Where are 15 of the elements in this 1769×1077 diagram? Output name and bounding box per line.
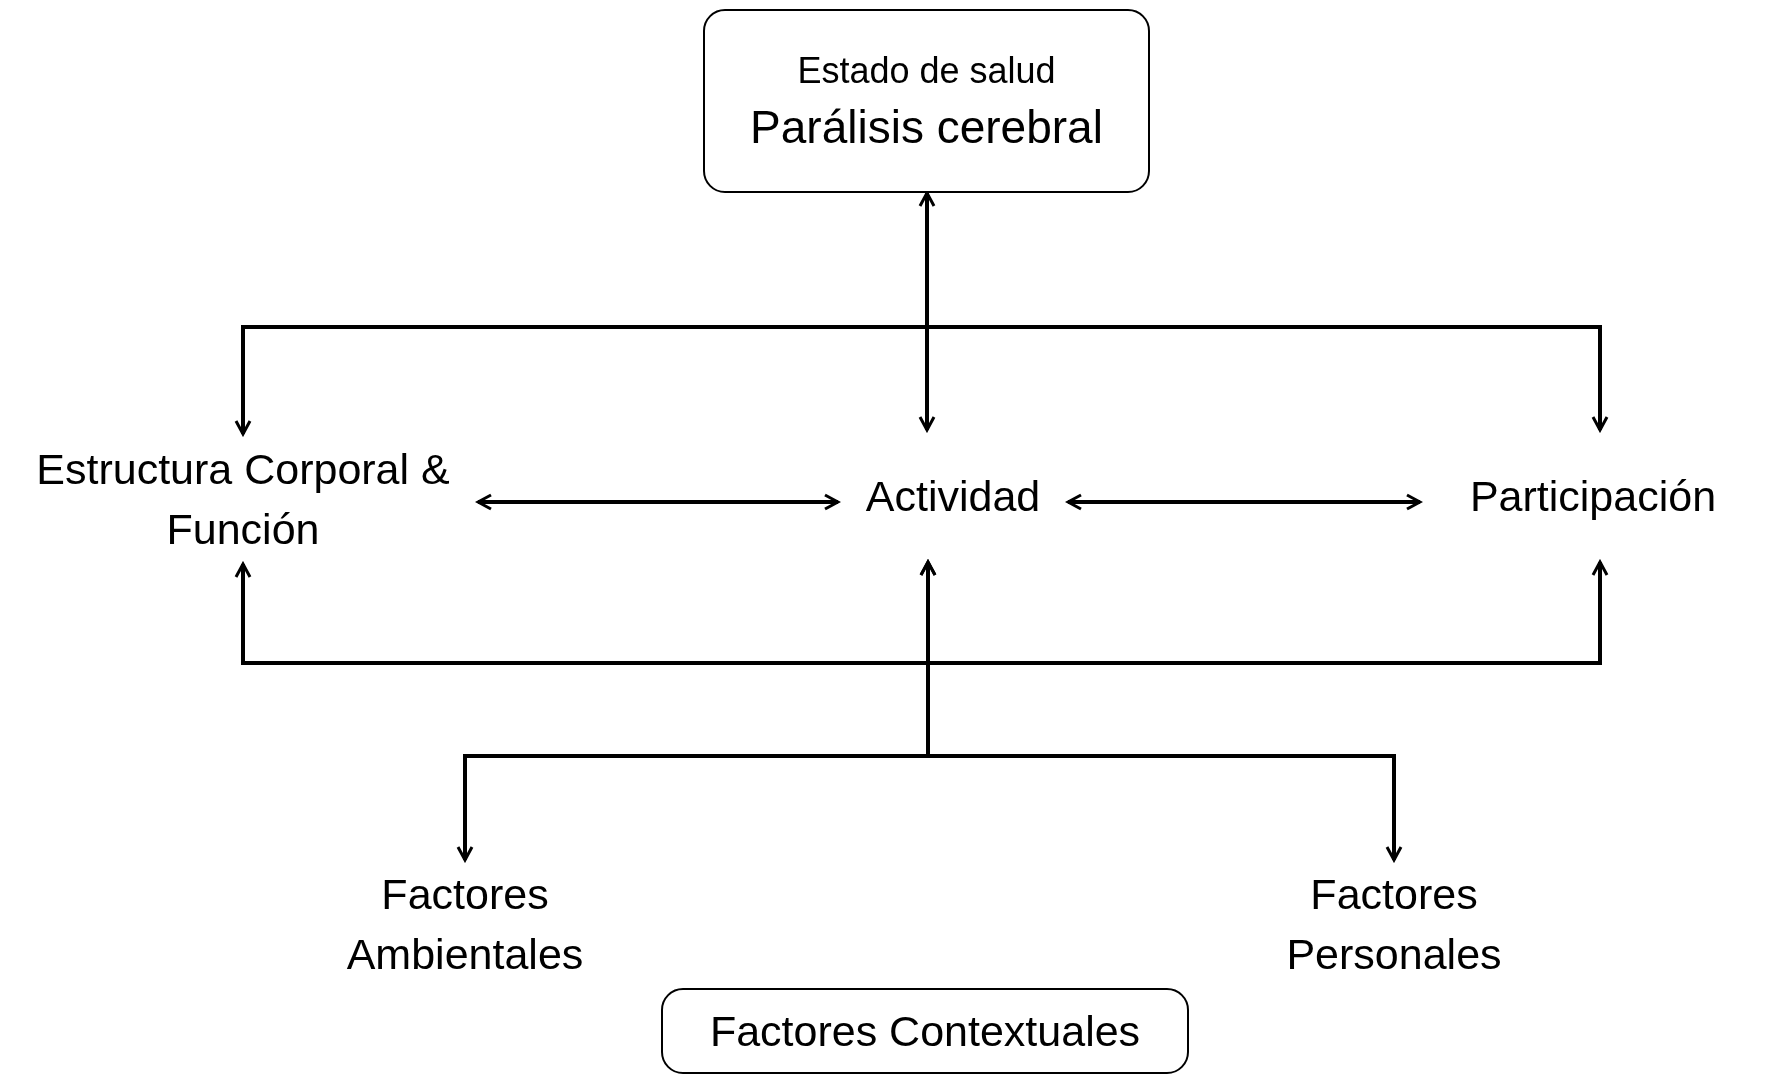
node-label: Actividad [838, 430, 1068, 562]
arrow [234, 560, 1609, 665]
rounded-box [703, 9, 1150, 193]
arrow [476, 493, 840, 511]
arrow [919, 560, 1403, 862]
node-label: Estructura Corporal & Función [8, 434, 478, 564]
box-heading: Estado de salud [797, 49, 1056, 94]
box-text: Parálisis cerebral [750, 100, 1103, 156]
node-label: Factores Ambientales [300, 860, 630, 988]
node-label: Participación [1420, 430, 1766, 562]
arrow [918, 191, 936, 432]
node-label: Factores Personales [1245, 860, 1543, 988]
box-text: Factores Contextuales [709, 1005, 1141, 1057]
arrow [1066, 493, 1422, 511]
rounded-box [661, 988, 1189, 1074]
